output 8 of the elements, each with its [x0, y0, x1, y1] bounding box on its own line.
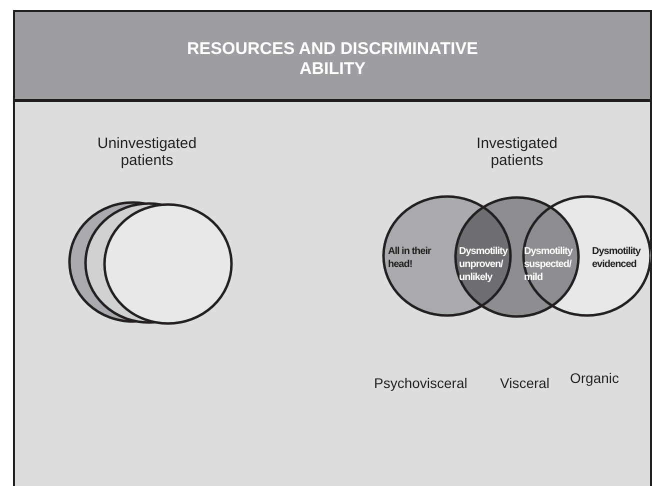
group-heading: Investigated patients — [476, 135, 558, 169]
region-label: Dysmotility evidenced — [592, 245, 642, 271]
region-label: All in their head! — [388, 245, 432, 271]
category-label: Psychovisceral — [374, 375, 468, 391]
category-label: Visceral — [500, 375, 550, 391]
group-heading: Uninvestigated patients — [96, 135, 198, 169]
title: RESOURCES AND DISCRIMINATIVE ABILITY — [186, 39, 479, 79]
category-label: Organic — [570, 370, 620, 386]
